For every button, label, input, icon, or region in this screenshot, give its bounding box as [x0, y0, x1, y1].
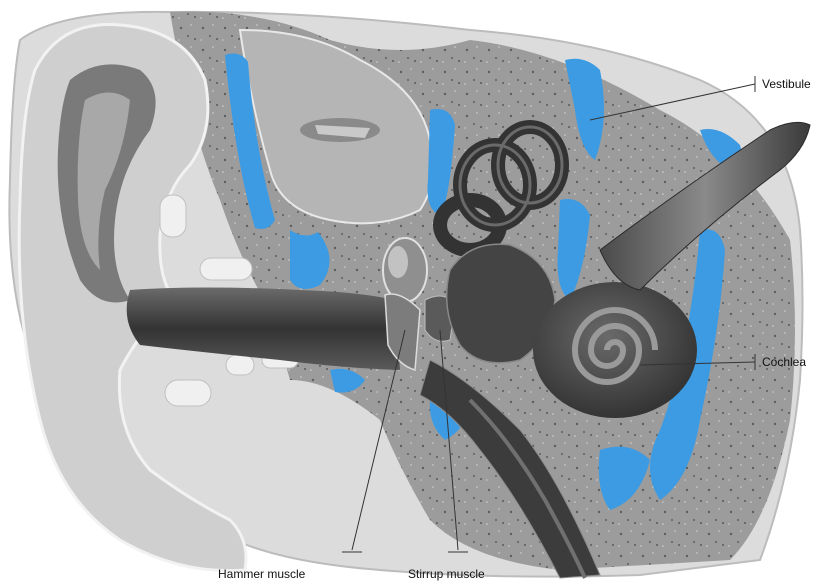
label-hammer-muscle: Hammer muscle: [218, 567, 306, 581]
label-vestibule: Vestibule: [762, 77, 811, 91]
label-stirrup-muscle: Stirrup muscle: [408, 567, 485, 581]
cochlea: [533, 282, 697, 418]
label-cochlea: Cochlea: [762, 355, 806, 369]
